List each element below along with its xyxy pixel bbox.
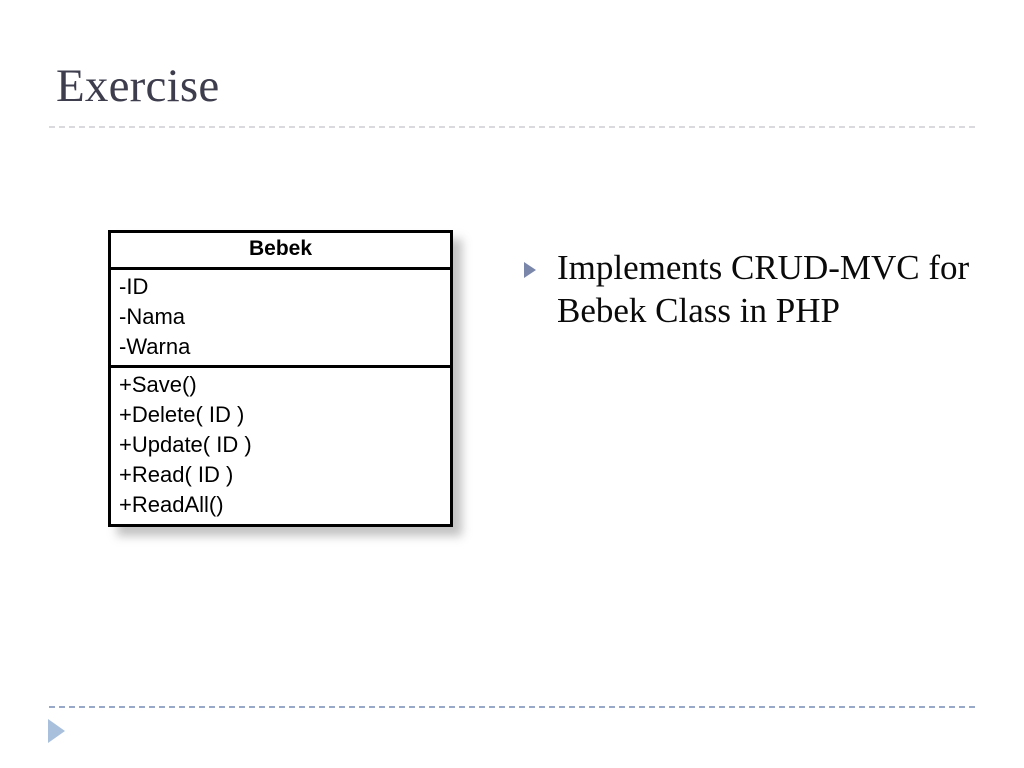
uml-attribute-row: -Nama <box>119 304 186 330</box>
footer-divider <box>49 706 975 708</box>
uml-operation-row: +Delete( ID ) <box>119 402 245 428</box>
triangle-right-bullet-icon <box>524 262 536 278</box>
body-text-block: Implements CRUD-MVC for Bebek Class in P… <box>524 246 984 342</box>
triangle-right-icon <box>48 719 65 743</box>
uml-class-name: Bebek <box>111 233 450 271</box>
uml-operations-compartment: +Save() +Delete( ID ) +Update( ID ) +Rea… <box>111 368 450 524</box>
uml-attribute-row: -ID <box>119 274 149 300</box>
list-item: Implements CRUD-MVC for Bebek Class in P… <box>524 246 984 332</box>
uml-operation-row: +Save() <box>119 372 197 398</box>
uml-operation-row: +Update( ID ) <box>119 432 252 458</box>
list-item-label: Implements CRUD-MVC for Bebek Class in P… <box>557 248 970 330</box>
title-divider <box>49 126 975 128</box>
uml-class-box: Bebek -ID -Nama -Warna +Save() +Delete( … <box>108 230 453 528</box>
uml-attributes-compartment: -ID -Nama -Warna <box>111 270 450 369</box>
uml-attribute-row: -Warna <box>119 334 191 360</box>
uml-operation-row: +ReadAll() <box>119 492 224 518</box>
page-title: Exercise <box>56 60 220 112</box>
uml-operation-row: +Read( ID ) <box>119 462 234 488</box>
